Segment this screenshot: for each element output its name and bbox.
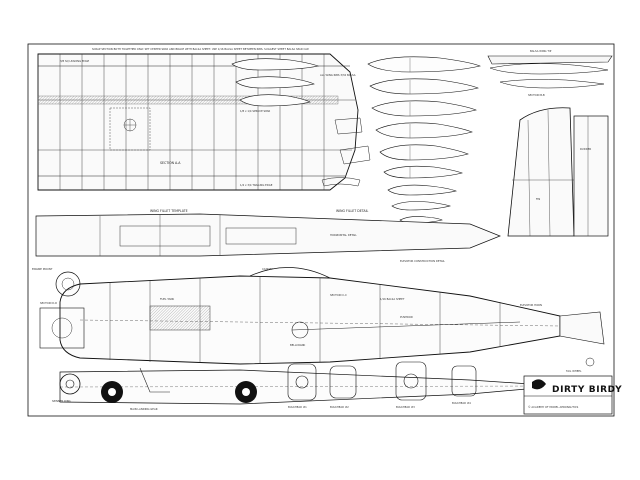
label-balsa-sheet: 1/16 BALSA SHEET xyxy=(380,297,405,301)
label-ribs-note: ALL WING RIBS 3/32 BALSA xyxy=(320,73,356,77)
label-balsa-wingtip: BALSA WING TIP xyxy=(530,49,552,53)
label-wing-fillet: WING FILLET TEMPLATE xyxy=(150,209,188,213)
copyright: © ACADEMY OF MODEL AERONAUTICS xyxy=(528,405,579,409)
label-section-dd: SECTION D-D xyxy=(40,301,57,305)
label-wing-fillet-detail: WING FILLET DETAIL xyxy=(336,209,369,213)
rib-templates xyxy=(231,56,481,224)
label-tail-wheel: TAIL WHEEL xyxy=(566,369,582,373)
label-section-aa: SECTION A-A xyxy=(160,161,181,165)
drawing-title: DIRTY BIRDY xyxy=(552,385,622,395)
label-spinner-ring: SPINNER RING xyxy=(52,399,71,403)
fin-rudder: RUDDER FIN xyxy=(507,107,609,237)
stab-plan: WING FILLET TEMPLATE HORIZONTAL DETAIL E… xyxy=(35,209,501,263)
label-landing-gear: MAIN LANDING GEAR xyxy=(130,407,158,411)
nose-sections: SECTION D-D ENGINE MOUNT xyxy=(32,267,85,349)
label-fuel-tank: FUEL TANK xyxy=(160,297,174,301)
tail-details: TAIL WHEEL ELEVATOR HORN xyxy=(520,303,605,373)
label-section-bb: SECTION B-B xyxy=(528,93,545,97)
fuselage-side: FUEL TANK BELLCRANK PUSHROD CANOPY 1/16 … xyxy=(59,267,561,365)
label-elevator-detail: ELEVATOR CONSTRUCTION DETAIL xyxy=(400,259,445,263)
wheels: SPINNER RING MAIN LANDING GEAR xyxy=(52,367,257,411)
label-leading-edge: 3/8 SQ LEADING EDGE xyxy=(60,59,90,63)
label-bellcrank: BELLCRANK xyxy=(290,343,306,347)
label-elevator-horn: ELEVATOR HORN xyxy=(520,303,542,307)
title-block: DIRTY BIRDY © ACADEMY OF MODEL AERONAUTI… xyxy=(523,375,622,415)
label-trailing-edge: 1/4 x 3/4 TRAILING EDGE xyxy=(240,183,273,187)
wing-tip: BALSA WING TIP SECTION B-B xyxy=(487,49,613,97)
label-bulkhead-3: BULKHEAD #3 xyxy=(396,405,415,409)
small-parts xyxy=(321,117,371,187)
label-rudder: RUDDER xyxy=(580,147,591,151)
label-bulkhead-2: BULKHEAD #2 xyxy=(330,405,349,409)
label-spruce-spar: 1/8 x 1/4 SPRUCE SPAR xyxy=(240,109,270,113)
label-fin: FIN xyxy=(536,197,540,201)
label-canopy: CANOPY xyxy=(262,267,273,271)
label-horizontal-detail: HORIZONTAL DETAIL xyxy=(330,233,357,237)
label-bulkhead-1: BULKHEAD #1 xyxy=(288,405,307,409)
wing-plan: SECTION A-A 1/8 x 1/4 SPRUCE SPAR 1/4 x … xyxy=(37,53,359,191)
fuselage-top xyxy=(59,369,561,405)
label-pushrod: PUSHROD xyxy=(400,315,413,319)
label-section-cc: SECTION C-C xyxy=(330,293,347,297)
label-engine-mount: ENGINE MOUNT xyxy=(32,267,53,271)
sheet-border xyxy=(27,43,615,417)
label-bulkhead-4: BULKHEAD #4 xyxy=(452,401,471,405)
bulkheads xyxy=(287,361,477,401)
top-notes: SCRAP SECTION BOTH TOGETHER ONLY. SET CE… xyxy=(92,47,309,51)
